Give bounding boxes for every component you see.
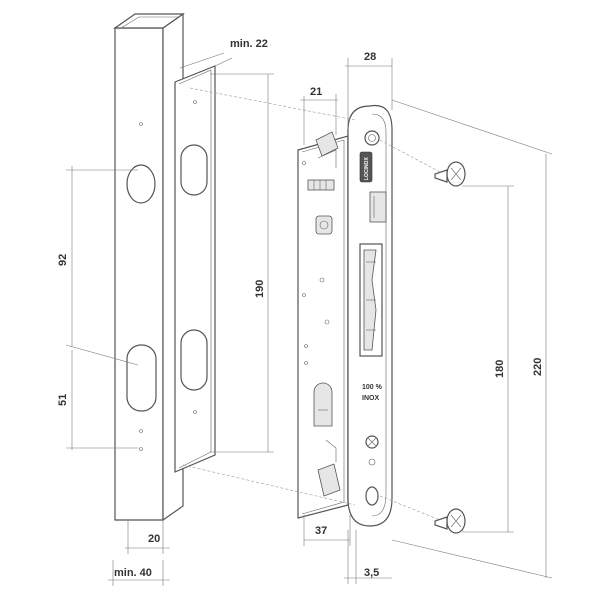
dim-profile-hole-height: 190 (254, 280, 266, 298)
plate-slot-lower (180, 329, 208, 391)
faceplate-screw-bottom (365, 486, 379, 506)
profile-hole-upper (126, 164, 156, 204)
square-tube-profile (113, 12, 185, 522)
plate-slot-upper (180, 144, 208, 196)
dim-hole-spacing-upper: 92 (57, 254, 69, 266)
dim-backset: 37 (315, 525, 327, 537)
dim-faceplate-thickness: 3,5 (364, 567, 379, 579)
material-label-line1: 100 % (362, 384, 383, 391)
material-label-line2: INOX (362, 395, 379, 402)
dim-faceplate-width: 28 (364, 51, 376, 63)
screw-upper (434, 161, 466, 187)
faceplate-screw-top (364, 130, 380, 146)
dim-profile-offset: 20 (148, 533, 160, 545)
brand-label: LOCINOX (364, 157, 370, 180)
lock-case (297, 131, 349, 519)
brand-badge (359, 151, 373, 183)
dim-hole-spacing-lower: 51 (57, 394, 69, 406)
dim-screw-spacing: 180 (494, 360, 506, 378)
profile-hole-lower (126, 344, 157, 412)
dimension-labels: min. 22 28 21 92 51 190 180 220 37 3,5 2… (57, 38, 544, 579)
dim-profile-min-depth: min. 40 (114, 567, 152, 579)
dim-case-depth: 21 (310, 86, 322, 98)
screw-lower (434, 508, 466, 534)
dim-profile-min-width: min. 22 (230, 38, 268, 50)
faceplate: LOCINOX 100 % INOX (347, 104, 393, 527)
dimension-lines (65, 52, 553, 586)
alignment-lines (182, 87, 441, 521)
dim-faceplate-height: 220 (532, 358, 544, 376)
profile-plate (174, 65, 216, 473)
